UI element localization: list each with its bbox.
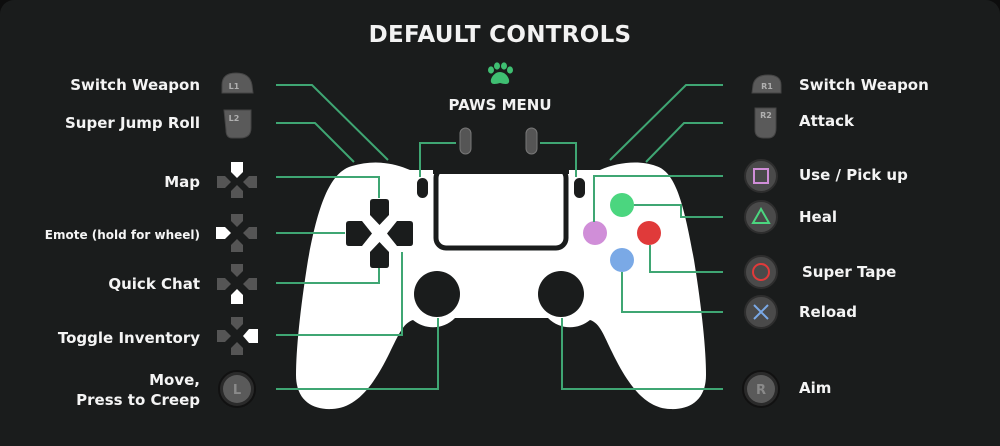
- dpad-left-icon: [216, 214, 257, 252]
- label-dpad-down: Quick Chat: [108, 275, 200, 293]
- label-lstick-line2: Press to Creep: [76, 391, 200, 409]
- circle-button-icon: [744, 255, 778, 289]
- svg-text:L2: L2: [229, 114, 240, 123]
- dpad-up-icon: [217, 162, 257, 198]
- svg-text:L1: L1: [229, 82, 240, 91]
- connector-lines: [276, 84, 723, 390]
- r1-bumper-icon: R1: [751, 74, 782, 94]
- label-lstick-line1: Move,: [149, 371, 200, 389]
- square-button[interactable]: [583, 221, 607, 245]
- label-dpad-left: Emote (hold for wheel): [44, 228, 200, 242]
- paws-menu-label: PAWS MENU: [448, 96, 552, 114]
- r2-trigger-icon: R2: [754, 107, 777, 139]
- label-cross: Reload: [799, 303, 858, 321]
- paw-icon: [488, 62, 513, 84]
- circle-button[interactable]: [637, 221, 661, 245]
- options-button[interactable]: [574, 178, 585, 198]
- triangle-button-icon: [744, 200, 778, 234]
- cross-button-icon: [744, 295, 778, 329]
- left-stick[interactable]: [414, 271, 460, 317]
- label-circle: Super Tape: [802, 263, 897, 281]
- page-title: DEFAULT CONTROLS: [368, 22, 632, 48]
- label-r1: Switch Weapon: [799, 76, 929, 94]
- svg-text:R1: R1: [761, 82, 773, 91]
- dpad-right-icon: [217, 317, 258, 355]
- triangle-button[interactable]: [610, 193, 634, 217]
- label-triangle: Heal: [799, 208, 837, 226]
- cross-button[interactable]: [610, 248, 634, 272]
- label-l1: Switch Weapon: [70, 76, 200, 94]
- label-dpad-up: Map: [164, 173, 200, 191]
- right-stick-icon: R: [742, 370, 780, 408]
- left-stick-icon: L: [218, 370, 256, 408]
- svg-text:R: R: [756, 383, 766, 398]
- label-square: Use / Pick up: [799, 166, 908, 184]
- svg-text:R2: R2: [760, 111, 772, 120]
- label-r2: Attack: [799, 112, 854, 130]
- l2-trigger-icon: L2: [223, 109, 252, 139]
- label-dpad-right: Toggle Inventory: [57, 329, 200, 347]
- right-stick[interactable]: [538, 271, 584, 317]
- touchpad: [433, 165, 569, 251]
- paws-button-left-indicator: [459, 127, 472, 155]
- share-button[interactable]: [417, 178, 428, 198]
- dpad[interactable]: [346, 199, 413, 268]
- dpad-down-icon: [217, 264, 257, 304]
- square-button-icon: [744, 159, 778, 193]
- label-rstick: Aim: [799, 379, 832, 397]
- controller-body: [296, 160, 706, 410]
- label-l2: Super Jump Roll: [65, 114, 200, 132]
- paws-button-right-indicator: [525, 127, 538, 155]
- l1-bumper-icon: L1: [221, 72, 254, 94]
- svg-text:L: L: [233, 383, 241, 398]
